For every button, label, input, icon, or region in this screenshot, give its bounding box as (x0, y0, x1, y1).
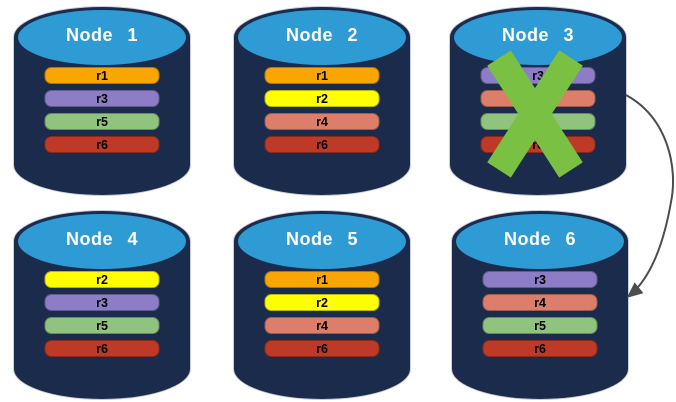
node-2-replica-list: r1 r2 r4 r6 (264, 67, 380, 153)
node-5: Node 5 r1 r2 r4 r6 (234, 211, 410, 399)
node-5-title: Node 5 (285, 229, 358, 249)
node-3-replica-list: r3 r4 r5 r6 (480, 67, 596, 153)
node-6: Node 6 r3 r4 r5 r6 (452, 211, 628, 399)
replica-bar: r4 (482, 294, 598, 311)
replica-bar: r3 (44, 90, 160, 107)
replica-bar: r1 (264, 271, 380, 288)
node-6-title: Node 6 (503, 229, 576, 249)
replica-bar: r6 (44, 136, 160, 153)
node-1-replica-list: r1 r3 r5 r6 (44, 67, 160, 153)
replica-bar: r5 (482, 317, 598, 334)
node-1-cylinder-top (18, 10, 186, 65)
replica-bar: r1 (44, 67, 160, 84)
node-5-replica-list: r1 r2 r4 r6 (264, 271, 380, 357)
node-4-replica-list: r2 r3 r5 r6 (44, 271, 160, 357)
replica-bar: r2 (264, 294, 380, 311)
node-1-title: Node 1 (65, 25, 138, 45)
node-4-cylinder-top (18, 214, 186, 269)
replica-bar: r6 (264, 136, 380, 153)
replica-bar: r5 (44, 317, 160, 334)
node-4-title: Node 4 (65, 229, 138, 249)
node-3: Node 3 r3 r4 r5 r6 (450, 7, 626, 195)
node-6-cylinder-top (456, 214, 624, 269)
node-3-title: Node 3 (501, 25, 574, 45)
replica-bar: r5 (44, 113, 160, 130)
node-5-cylinder-top (238, 214, 406, 269)
node-2: Node 2 r1 r2 r4 r6 (234, 7, 410, 195)
node-2-title: Node 2 (285, 25, 358, 45)
node-1: Node 1 r1 r3 r5 r6 (14, 7, 190, 195)
replica-bar: r2 (264, 90, 380, 107)
replica-bar: r6 (264, 340, 380, 357)
replica-bar: r6 (482, 340, 598, 357)
replica-bar: r6 (44, 340, 160, 357)
replica-bar: r3 (44, 294, 160, 311)
node-6-replica-list: r3 r4 r5 r6 (482, 271, 598, 357)
replica-bar: r4 (480, 90, 596, 107)
replica-bar: r5 (480, 113, 596, 130)
replica-bar: r2 (44, 271, 160, 288)
replica-bar: r3 (480, 67, 596, 84)
node-2-cylinder-top (238, 10, 406, 65)
failover-arrow (625, 94, 675, 298)
replica-bar: r4 (264, 113, 380, 130)
replica-bar: r6 (480, 136, 596, 153)
replica-bar: r1 (264, 67, 380, 84)
replica-bar: r3 (482, 271, 598, 288)
replica-bar: r4 (264, 317, 380, 334)
node-4: Node 4 r2 r3 r5 r6 (14, 211, 190, 399)
